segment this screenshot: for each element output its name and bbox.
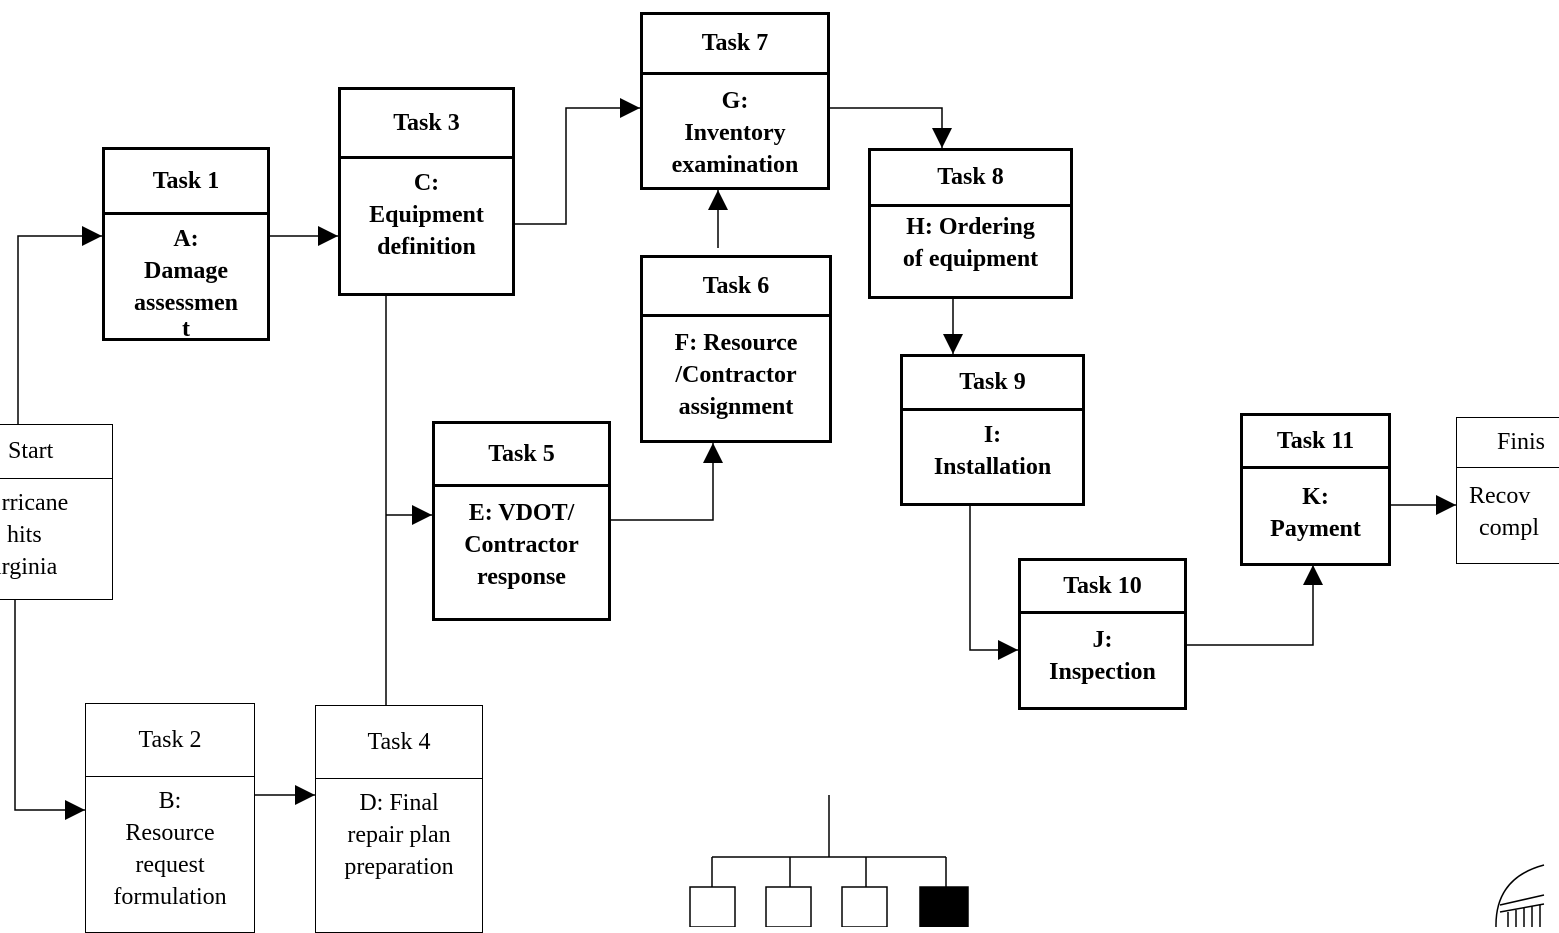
task-10-header: Task 10 bbox=[1021, 561, 1184, 614]
task-11: Task 11 K: Payment bbox=[1240, 413, 1391, 566]
hierarchy-node-empty-3 bbox=[841, 886, 888, 927]
task-2-header: Task 2 bbox=[86, 704, 254, 777]
task-4-line: repair plan bbox=[347, 822, 451, 848]
task-6-line: /Contractor bbox=[675, 362, 797, 388]
hierarchy-node-empty-2 bbox=[765, 886, 812, 927]
task-3-line: definition bbox=[377, 234, 476, 260]
building-icon-arc bbox=[1495, 864, 1545, 927]
start-node-line: hits bbox=[7, 522, 42, 548]
task-5-line: response bbox=[477, 564, 566, 590]
task-3-header: Task 3 bbox=[341, 90, 512, 159]
start-node-line: :rricane bbox=[0, 490, 69, 516]
task-6-body: F: Resource /Contractor assignment bbox=[643, 317, 829, 423]
task-1: Task 1 A: Damage assessmen t bbox=[102, 147, 270, 341]
task-2: Task 2 B: Resource request formulation bbox=[85, 703, 255, 933]
connector-start-task2 bbox=[14, 600, 85, 820]
task-1-line: assessmen bbox=[133, 290, 238, 316]
task-6: Task 6 F: Resource /Contractor assignmen… bbox=[640, 255, 832, 443]
task-7-body: G: Inventory examination bbox=[643, 75, 827, 181]
task-4-line: D: Final bbox=[359, 790, 439, 816]
task-1-line: t bbox=[182, 316, 190, 341]
task-7-line: Inventory bbox=[684, 120, 786, 146]
finish-node-header: Finis bbox=[1457, 418, 1559, 468]
task-7-line: examination bbox=[671, 152, 799, 178]
task-3-line: C: bbox=[413, 170, 440, 196]
connector-task10-task11 bbox=[1185, 565, 1323, 646]
task-9-header: Task 9 bbox=[903, 357, 1082, 411]
hierarchy-node-empty-1 bbox=[689, 886, 736, 927]
task-9-line: I: bbox=[983, 422, 1002, 448]
task-2-line: B: bbox=[158, 788, 182, 814]
task-10-line: Inspection bbox=[1049, 659, 1156, 685]
task-2-line: request bbox=[135, 852, 205, 878]
hierarchy-node-filled bbox=[919, 886, 969, 927]
task-5: Task 5 E: VDOT/ Contractor response bbox=[432, 421, 611, 621]
task-4-body: D: Final repair plan preparation bbox=[316, 779, 482, 883]
task-3-line: Equipment bbox=[369, 202, 484, 228]
task-8-body: H: Ordering of equipment bbox=[871, 207, 1070, 275]
task-6-line: F: Resource bbox=[674, 330, 798, 356]
task-2-body: B: Resource request formulation bbox=[86, 777, 254, 913]
start-node: Start :rricane hits irginia bbox=[0, 424, 113, 600]
task-1-line: Damage bbox=[144, 258, 228, 284]
task-9: Task 9 I: Installation bbox=[900, 354, 1085, 506]
finish-node: Finis Recov compl bbox=[1456, 417, 1559, 564]
task-1-header: Task 1 bbox=[105, 150, 267, 215]
connector-task9-task10 bbox=[969, 505, 1018, 660]
task-7-header: Task 7 bbox=[643, 15, 827, 75]
start-node-line: irginia bbox=[0, 554, 58, 580]
building-icon-roof bbox=[1499, 894, 1545, 913]
task-7-line: G: bbox=[721, 88, 749, 114]
task-5-line: E: VDOT/ bbox=[468, 500, 575, 526]
task-4-line: preparation bbox=[344, 854, 454, 880]
task-11-line: Payment bbox=[1270, 516, 1361, 542]
task-1-body: A: Damage assessmen t bbox=[105, 215, 267, 341]
task-5-header: Task 5 bbox=[435, 424, 608, 487]
connector-start-task1 bbox=[17, 226, 102, 425]
connector-task5-task6 bbox=[610, 443, 723, 521]
task-8-line: H: Ordering bbox=[906, 214, 1035, 240]
task-7: Task 7 G: Inventory examination bbox=[640, 12, 830, 190]
connector-task7-task8 bbox=[830, 107, 952, 148]
building-icon bbox=[1495, 864, 1545, 927]
task-2-line: formulation bbox=[113, 884, 227, 910]
task-2-line: Resource bbox=[125, 820, 215, 846]
start-node-body: :rricane hits irginia bbox=[0, 479, 112, 583]
task-8: Task 8 H: Ordering of equipment bbox=[868, 148, 1073, 299]
finish-node-line: compl bbox=[1479, 515, 1539, 541]
task-1-line: A: bbox=[173, 226, 199, 252]
building-icon-columns bbox=[1507, 905, 1541, 927]
connector-task3-task7 bbox=[510, 98, 640, 225]
task-5-line: Contractor bbox=[464, 532, 579, 558]
task-10-line: J: bbox=[1092, 627, 1113, 653]
task-11-header: Task 11 bbox=[1243, 416, 1388, 469]
task-10-body: J: Inspection bbox=[1021, 614, 1184, 688]
task-9-body: I: Installation bbox=[903, 411, 1082, 483]
task-8-line: of equipment bbox=[902, 246, 1039, 272]
start-node-header: Start bbox=[0, 425, 112, 479]
task-10: Task 10 J: Inspection bbox=[1018, 558, 1187, 710]
hierarchy-connector bbox=[711, 795, 947, 887]
task-11-body: K: Payment bbox=[1243, 469, 1388, 545]
task-3-body: C: Equipment definition bbox=[341, 159, 512, 263]
task-11-line: K: bbox=[1302, 484, 1329, 510]
hierarchy-decoration bbox=[689, 795, 969, 927]
task-8-header: Task 8 bbox=[871, 151, 1070, 207]
task-6-line: assignment bbox=[678, 394, 794, 420]
task-5-body: E: VDOT/ Contractor response bbox=[435, 487, 608, 593]
task-9-line: Installation bbox=[933, 454, 1052, 480]
finish-node-line: Recov bbox=[1469, 483, 1531, 509]
task-4: Task 4 D: Final repair plan preparation bbox=[315, 705, 483, 933]
task-4-header: Task 4 bbox=[316, 706, 482, 779]
task-6-header: Task 6 bbox=[643, 258, 829, 317]
finish-node-body: Recov compl bbox=[1457, 468, 1559, 544]
task-3: Task 3 C: Equipment definition bbox=[338, 87, 515, 296]
